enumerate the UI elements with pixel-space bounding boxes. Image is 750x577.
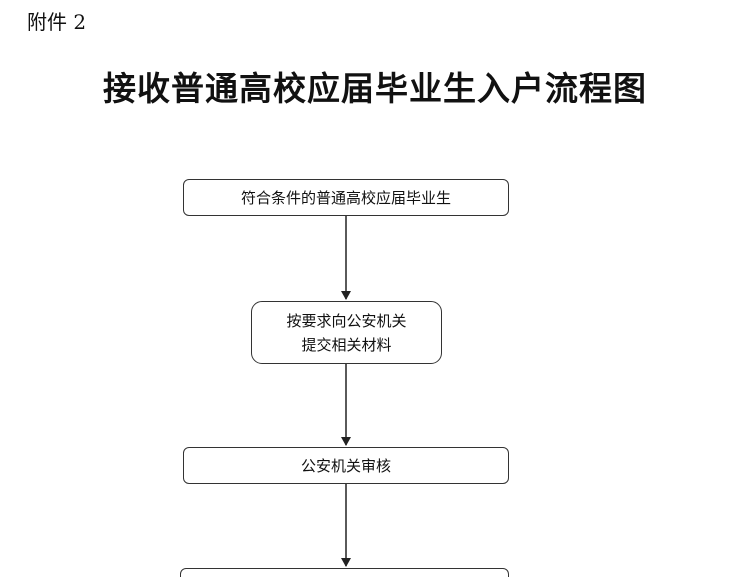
flow-step-next [180,568,509,577]
flow-step-text: 提交相关材料 [301,335,392,354]
page-title: 接收普通高校应届毕业生入户流程图 [103,69,647,108]
flow-step-text: 按要求向公安机关 [286,311,407,330]
flow-step-text: 符合条件的普通高校应届毕业生 [240,188,451,207]
attachment-label: 附件 2 [27,10,87,34]
flow-step-text: 公安机关审核 [300,456,391,475]
flow-step-eligible-graduates: 符合条件的普通高校应届毕业生 [183,179,509,216]
flow-step-submit-materials: 按要求向公安机关 提交相关材料 [251,301,442,364]
flow-step-police-review: 公安机关审核 [183,447,509,484]
